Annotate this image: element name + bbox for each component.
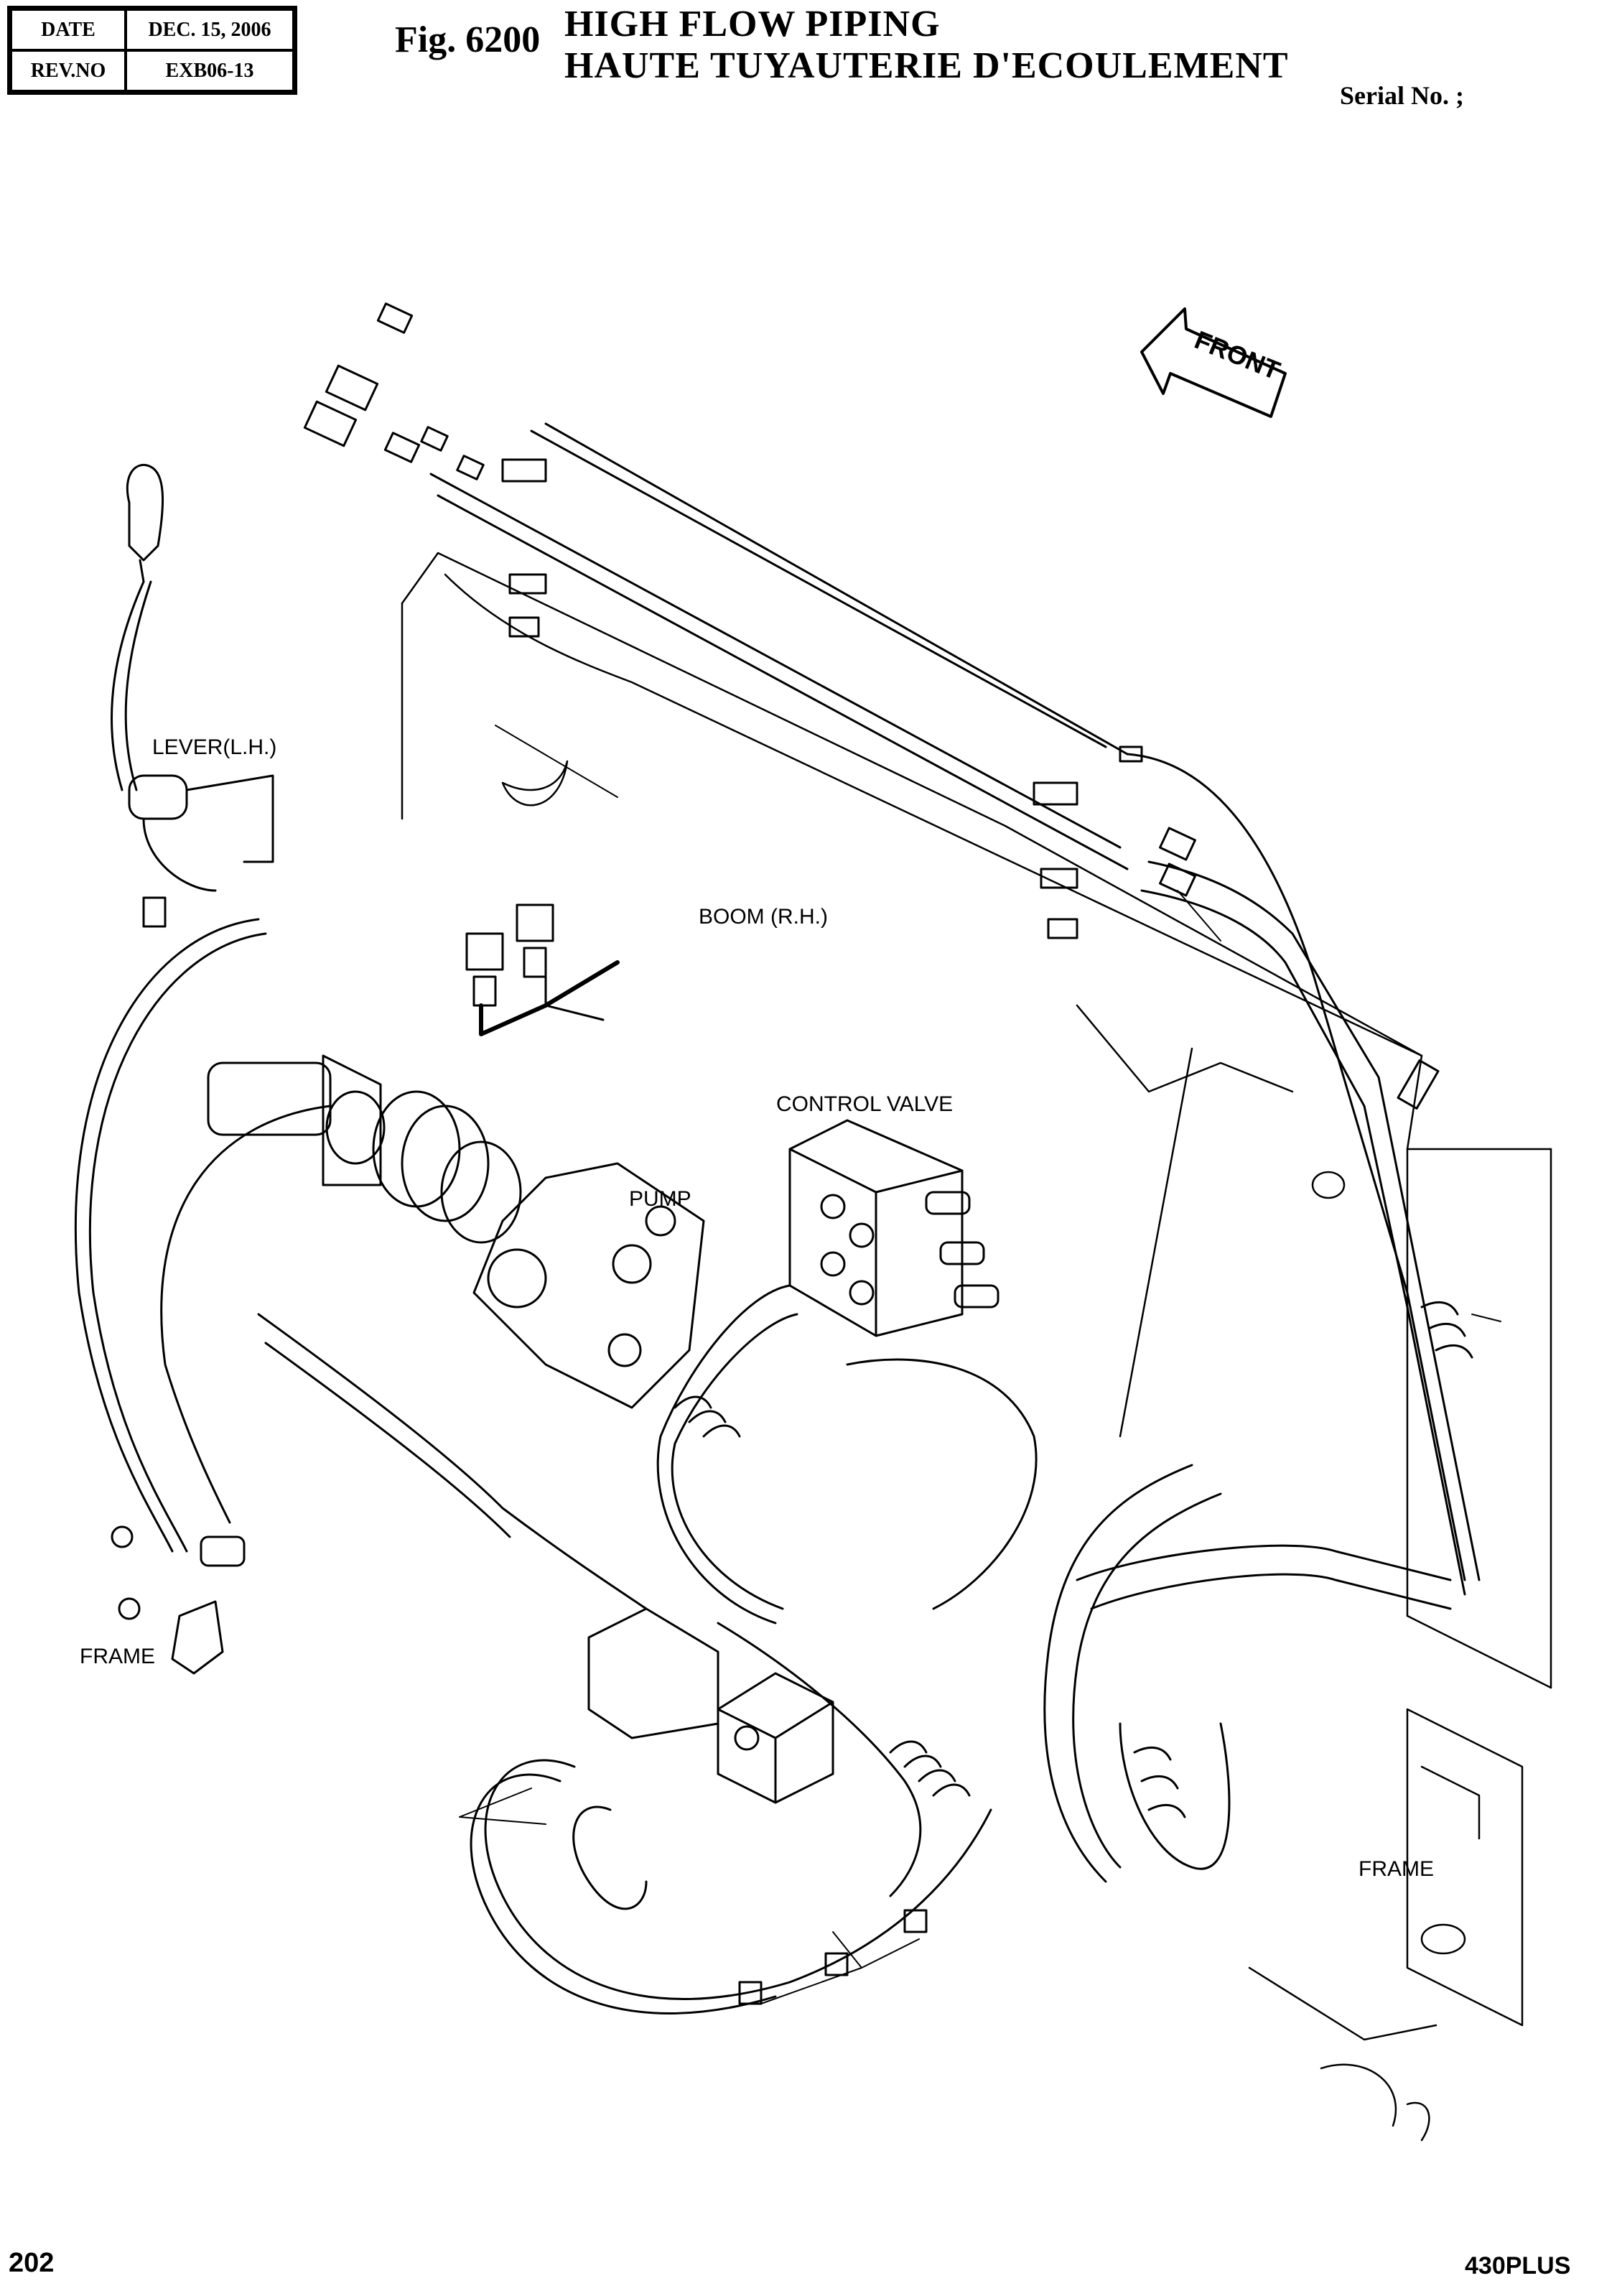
date-value: DEC. 15, 2006 xyxy=(126,9,294,50)
model-name: 430PLUS xyxy=(1465,2252,1571,2279)
boom-outline xyxy=(401,552,1552,1689)
leader-lines xyxy=(459,725,1501,2004)
rev-value: EXB06-13 xyxy=(126,50,294,91)
serial-number: Serial No. ; xyxy=(1340,81,1464,110)
lever-label: LEVER(L.H.) xyxy=(152,735,276,759)
upper-tubes xyxy=(429,422,1481,1596)
frame-right xyxy=(1248,1708,1524,2142)
date-label: DATE xyxy=(11,9,126,50)
pin xyxy=(1397,1059,1440,1110)
hose-spirals xyxy=(674,1301,1473,1818)
front-label: FRONT xyxy=(1190,325,1284,385)
title-french: HAUTE TUYAUTERIE D'ECOULEMENT xyxy=(564,45,1289,86)
revision-table: DATE DEC. 15, 2006 REV.NO EXB06-13 xyxy=(7,6,297,95)
rev-label: REV.NO xyxy=(11,50,126,91)
lever-lh xyxy=(111,464,274,928)
figure-number: Fig. 6200 xyxy=(395,19,541,60)
hose-clamps xyxy=(738,1909,928,2005)
control-valve xyxy=(788,1119,999,1337)
upper-fittings xyxy=(303,302,1196,939)
front-arrow xyxy=(1140,307,1287,418)
boom-label: BOOM (R.H.) xyxy=(699,905,828,929)
page-number: 202 xyxy=(9,2248,55,2278)
frame-right-label: FRAME xyxy=(1359,1857,1434,1881)
frame-left xyxy=(111,1525,246,1675)
relay-group xyxy=(465,903,620,1036)
control-valve-label: CONTROL VALVE xyxy=(776,1092,953,1116)
pump-assembly xyxy=(207,1054,705,1409)
lower-hoses xyxy=(74,918,1452,2015)
frame-left-label: FRAME xyxy=(80,1645,155,1668)
title-english: HIGH FLOW PIPING xyxy=(564,4,941,45)
valve-block xyxy=(587,1607,834,1804)
pump-label: PUMP xyxy=(629,1187,691,1211)
